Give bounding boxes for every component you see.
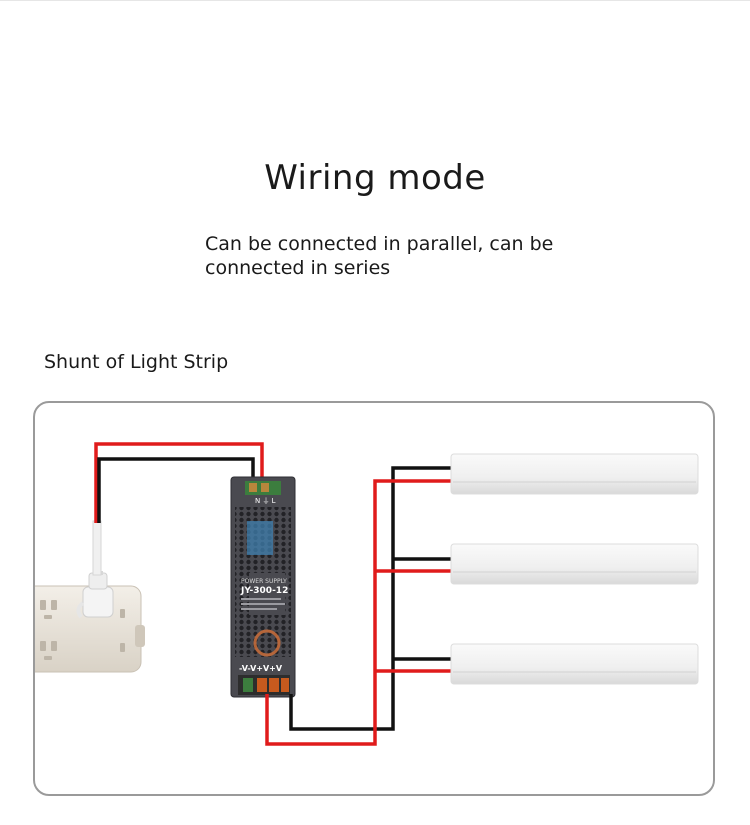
wiring-diagram-frame: N ⏚ L POWER SUPPLY JY-300-12 -V-V+V+V — [33, 401, 715, 796]
top-divider — [0, 0, 750, 1]
outlet-sockets — [40, 600, 125, 660]
light-strip-1 — [450, 453, 699, 495]
power-strip — [35, 520, 145, 673]
input-terminal-label: N ⏚ L — [255, 497, 276, 505]
output-terminal-label: -V-V+V+V — [239, 664, 283, 673]
psu-brand-label: POWER SUPPLY — [241, 578, 287, 585]
section-label: Shunt of Light Strip — [44, 351, 229, 373]
light-strip-3 — [450, 643, 699, 685]
wiring-diagram: N ⏚ L POWER SUPPLY JY-300-12 -V-V+V+V — [35, 442, 699, 746]
input-wires — [94, 442, 264, 523]
light-strip-2 — [450, 543, 699, 585]
power-supply-unit: N ⏚ L POWER SUPPLY JY-300-12 -V-V+V+V — [230, 476, 296, 698]
wiring-description: Can be connected in parallel, can be con… — [205, 233, 554, 279]
page-title: Wiring mode — [264, 158, 486, 198]
output-positive-wire — [265, 479, 452, 746]
power-plug — [76, 571, 114, 619]
output-negative-wire — [289, 466, 452, 731]
output-wires — [265, 466, 452, 746]
input-live-wire — [94, 442, 264, 523]
psu-model-label: JY-300-12 — [240, 586, 288, 596]
input-neutral-wire — [97, 457, 255, 523]
